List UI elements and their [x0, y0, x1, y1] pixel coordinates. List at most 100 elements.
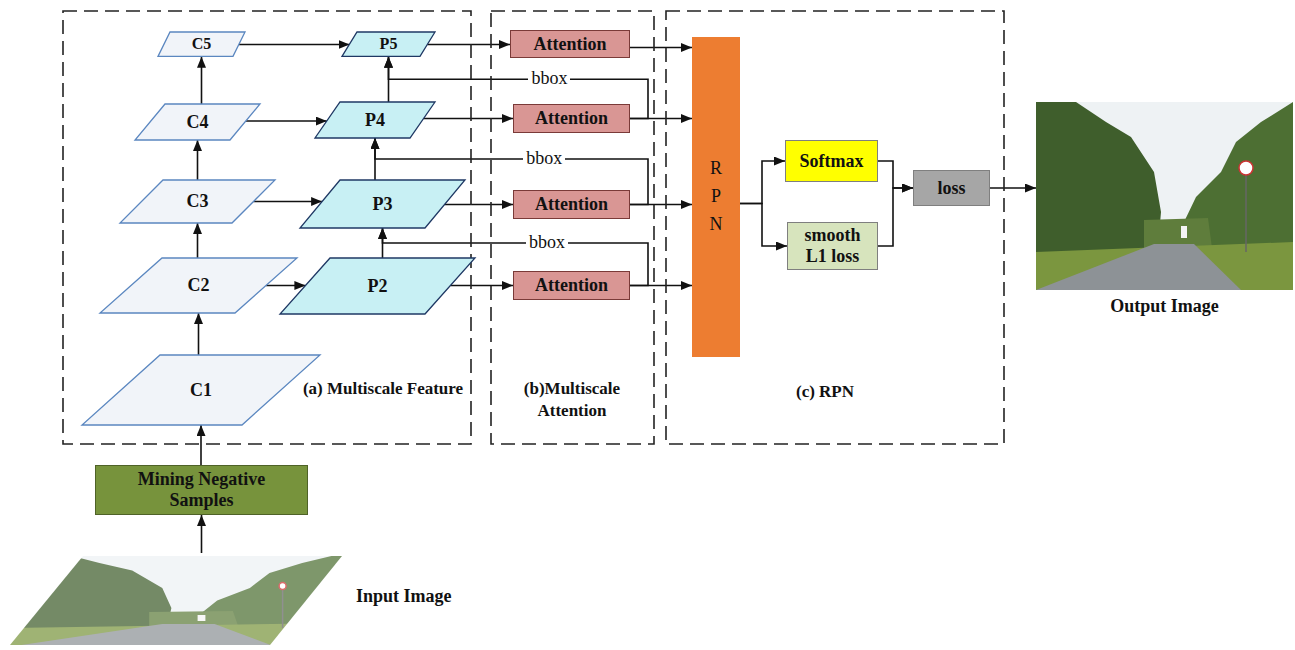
traffic-sign	[1239, 161, 1253, 175]
hedge	[149, 611, 238, 626]
tree-mass	[1036, 102, 1161, 262]
connector	[201, 57, 203, 104]
region-label: (c) RPN	[770, 381, 880, 403]
attention-box: Attention	[513, 190, 630, 219]
edge-label: bbox	[523, 149, 565, 169]
parallelogram-shape	[315, 102, 435, 138]
parallelogram-shape	[280, 258, 475, 314]
node-label: Attention	[534, 34, 607, 55]
sky	[1036, 102, 1293, 290]
pyramid-map: P2	[280, 258, 475, 314]
dashed-border	[491, 11, 654, 444]
photo-scene	[1036, 102, 1293, 290]
node-label: loss	[937, 178, 965, 199]
region-label: (b)Multiscale Attention	[497, 378, 647, 422]
dashed-border	[666, 11, 1004, 444]
parallelogram-shape	[120, 180, 275, 223]
connector	[201, 515, 203, 553]
roadside-post	[1181, 226, 1187, 238]
connector	[445, 204, 513, 206]
input-photo: Input Image	[8, 553, 488, 647]
connector	[878, 161, 913, 188]
node-label: P5	[380, 35, 398, 53]
connector	[239, 44, 350, 46]
pyramid-map: P3	[300, 180, 465, 228]
sky	[8, 553, 344, 647]
node-label: Attention	[535, 194, 608, 215]
feature-map: C1	[82, 355, 320, 425]
road	[8, 624, 276, 647]
module-frame: (b)Multiscale AttentionAttentionAttentio…	[490, 10, 655, 445]
softmax-box: Softmax	[785, 140, 878, 182]
sign-pole	[282, 589, 284, 628]
connector	[424, 118, 514, 120]
connector	[740, 161, 785, 204]
node-label: Mining Negative Samples	[117, 469, 287, 510]
connector	[197, 140, 199, 180]
loss-box: smooth L1 loss	[787, 222, 878, 270]
attention-box: Attention	[510, 30, 630, 58]
node-label: C3	[187, 191, 209, 212]
node-label: Attention	[535, 275, 608, 296]
node-label: C2	[188, 275, 210, 296]
feature-map: C2	[100, 258, 297, 313]
module-frame: (a) Multiscale Feature C5 P5C4 P4C3 P3C2 P2C1	[62, 10, 472, 445]
roadside-post	[198, 615, 206, 621]
connector	[630, 47, 692, 49]
loss-box: loss	[913, 170, 990, 206]
node-label: Softmax	[800, 151, 864, 172]
parallelogram-shape	[100, 258, 297, 313]
photo	[8, 553, 344, 647]
attention-box: Attention	[513, 104, 630, 133]
node-label: C5	[192, 35, 212, 53]
connector	[254, 201, 323, 203]
node-label: P4	[365, 110, 385, 131]
road	[1036, 244, 1241, 290]
output-photo: Output Image	[1036, 102, 1293, 324]
pyramid-map: P4	[315, 102, 435, 138]
image-caption: Output Image	[1036, 296, 1293, 318]
hedge	[1144, 218, 1212, 248]
connector	[200, 425, 202, 465]
parallelogram-shape	[82, 355, 320, 425]
process-box: Mining Negative Samples	[95, 465, 308, 515]
grass	[8, 623, 344, 647]
node-label: C4	[187, 112, 209, 133]
connector	[878, 188, 913, 246]
connector	[990, 187, 1036, 189]
node-label: C1	[190, 380, 212, 401]
connector	[740, 204, 787, 247]
attention-box: Attention	[513, 271, 630, 300]
connector	[450, 285, 513, 287]
parallelogram-shape	[342, 32, 435, 56]
connector	[198, 313, 200, 355]
edge-label: bbox	[528, 69, 570, 89]
parallelogram-shape	[135, 104, 260, 140]
sign-pole	[1245, 174, 1247, 252]
photo-scene	[8, 553, 344, 647]
parallelogram-shape	[300, 180, 465, 228]
node-label: Attention	[535, 108, 608, 129]
tree-mass	[8, 553, 171, 633]
connector	[266, 285, 305, 287]
pyramid-map: P5	[342, 32, 435, 56]
module-frame: (c) RPN R P N Softmax smooth L1 loss loss	[665, 10, 1005, 445]
node-label: R P N	[707, 155, 725, 239]
feature-map: C4	[135, 104, 260, 140]
node-label: smooth L1 loss	[794, 225, 872, 266]
traffic-sign	[279, 583, 286, 590]
feature-map: C3	[120, 180, 275, 223]
region-label: (a) Multiscale Feature	[298, 378, 468, 400]
connector	[197, 223, 199, 258]
node-label: P3	[373, 194, 393, 215]
parallelogram-shape	[158, 32, 245, 56]
edge-label: bbox	[526, 233, 568, 253]
node-label: P2	[368, 276, 388, 297]
rpn-bar: R P N	[692, 37, 740, 357]
connector	[246, 120, 327, 122]
photo	[1036, 102, 1293, 290]
dashed-border	[63, 11, 471, 444]
